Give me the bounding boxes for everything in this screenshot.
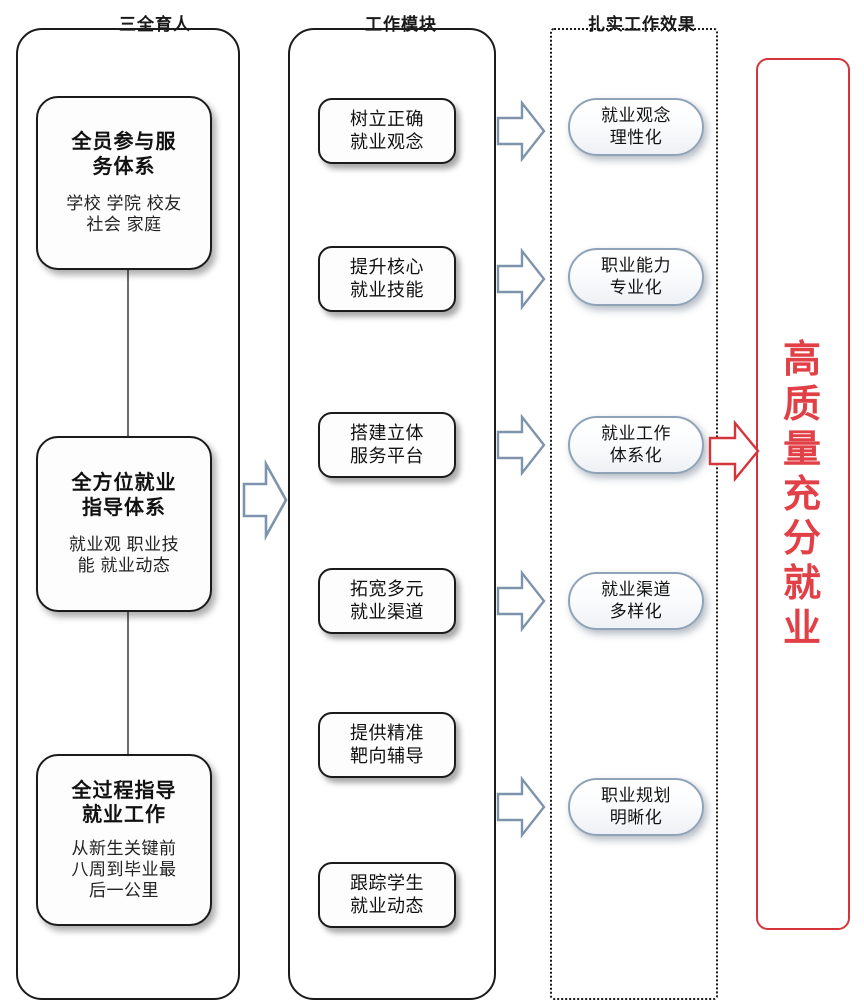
system-card-2-sub-line2: 能 就业动态	[77, 556, 171, 576]
module-box-2[interactable]: 提升核心 就业技能	[318, 246, 456, 312]
system-card-1[interactable]: 全员参与服 务体系 学校 学院 校友 社会 家庭	[36, 96, 212, 270]
effect-pill-5-line2: 明晰化	[609, 808, 663, 827]
module-box-4-line2: 就业渠道	[350, 602, 424, 622]
arrow-module-to-effect-3-icon	[496, 414, 546, 476]
arrow-module-to-effect-2-icon	[496, 248, 546, 310]
system-card-3-title-line2: 就业工作	[82, 804, 166, 827]
effect-pill-2-text: 职业能力 专业化	[601, 255, 671, 299]
arrow-module-to-effect-1-icon	[496, 100, 546, 162]
system-card-2-subtitle: 就业观 职业技 能 就业动态	[69, 534, 179, 577]
module-box-6-line2: 就业动态	[350, 896, 424, 916]
system-card-3-title: 全过程指导 就业工作	[72, 779, 177, 828]
effect-pill-2[interactable]: 职业能力 专业化	[568, 248, 704, 306]
module-box-3-text: 搭建立体 服务平台	[350, 422, 424, 469]
system-card-3-sub-line1: 从新生关键前	[71, 838, 177, 858]
module-box-2-line2: 就业技能	[350, 280, 424, 300]
module-box-5[interactable]: 提供精准 靶向辅导	[318, 712, 456, 778]
effect-pill-5[interactable]: 职业规划 明晰化	[568, 778, 704, 836]
module-box-4-line1: 拓宽多元	[350, 578, 424, 599]
system-card-3[interactable]: 全过程指导 就业工作 从新生关键前 八周到毕业最 后一公里	[36, 754, 212, 926]
system-card-3-subtitle: 从新生关键前 八周到毕业最 后一公里	[72, 838, 177, 902]
arrow-effects-to-goal-icon	[708, 420, 760, 482]
effect-pill-5-text: 职业规划 明晰化	[601, 785, 671, 829]
system-card-3-sub-line2: 八周到毕业最	[71, 859, 177, 879]
effect-pill-3-line1: 就业工作	[601, 423, 671, 443]
goal-char-6: 就	[782, 563, 823, 606]
module-box-5-text: 提供精准 靶向辅导	[350, 722, 424, 769]
effect-pill-3[interactable]: 就业工作 体系化	[568, 416, 704, 474]
goal-char-7: 业	[782, 608, 823, 651]
effect-pill-1[interactable]: 就业观念 理性化	[568, 98, 704, 156]
module-box-5-line1: 提供精准	[350, 722, 424, 743]
system-card-3-sub-line3: 后一公里	[89, 881, 159, 901]
goal-char-1: 高	[782, 339, 823, 382]
effect-pill-1-line1: 就业观念	[601, 105, 671, 125]
arrow-module-to-effect-5-icon	[496, 776, 546, 838]
system-card-1-title-line1: 全员参与服	[71, 131, 177, 154]
system-card-1-sub-line2: 社会 家庭	[86, 215, 162, 235]
effect-pill-3-line2: 体系化	[609, 446, 663, 465]
effect-pill-4-text: 就业渠道 多样化	[601, 579, 671, 623]
system-card-2[interactable]: 全方位就业 指导体系 就业观 职业技 能 就业动态	[36, 436, 212, 612]
goal-char-4: 充	[782, 473, 823, 516]
module-box-4[interactable]: 拓宽多元 就业渠道	[318, 568, 456, 634]
effect-pill-4-line2: 多样化	[609, 602, 663, 621]
frame-modules-column	[288, 28, 496, 1000]
frame-goal-box	[756, 58, 850, 930]
system-card-2-title-line2: 指导体系	[82, 496, 166, 519]
system-card-1-sub-line1: 学校 学院 校友	[66, 194, 182, 214]
module-box-1-text: 树立正确 就业观念	[350, 108, 424, 155]
system-card-1-title-line2: 务体系	[92, 155, 156, 178]
system-card-2-title: 全方位就业 指导体系	[72, 471, 177, 520]
system-card-1-subtitle: 学校 学院 校友 社会 家庭	[66, 193, 181, 236]
module-box-6[interactable]: 跟踪学生 就业动态	[318, 862, 456, 928]
connector-card1-card2	[127, 268, 129, 436]
module-box-4-text: 拓宽多元 就业渠道	[350, 578, 424, 625]
effect-pill-1-line2: 理性化	[609, 128, 663, 147]
arrow-system-to-modules-icon	[242, 458, 288, 542]
module-box-5-line2: 靶向辅导	[350, 746, 424, 766]
frame-effects-column	[550, 28, 718, 1000]
module-box-6-text: 跟踪学生 就业动态	[350, 872, 424, 919]
frame-system-column	[16, 28, 240, 1000]
module-box-2-line1: 提升核心	[350, 256, 424, 277]
module-box-6-line1: 跟踪学生	[350, 872, 424, 893]
effect-pill-2-line2: 专业化	[609, 278, 663, 297]
goal-char-3: 量	[782, 428, 823, 471]
goal-text: 高 质 量 充 分 就 业	[756, 320, 850, 670]
module-box-1-line2: 就业观念	[350, 132, 424, 152]
effect-pill-5-line1: 职业规划	[601, 785, 671, 805]
module-box-1[interactable]: 树立正确 就业观念	[318, 98, 456, 164]
system-card-2-sub-line1: 就业观 职业技	[68, 535, 180, 555]
effect-pill-4[interactable]: 就业渠道 多样化	[568, 572, 704, 630]
effect-pill-2-line1: 职业能力	[601, 255, 671, 275]
goal-char-5: 分	[782, 518, 823, 561]
module-box-1-line1: 树立正确	[350, 108, 424, 129]
system-card-1-title: 全员参与服 务体系	[72, 130, 177, 179]
module-box-3[interactable]: 搭建立体 服务平台	[318, 412, 456, 478]
effect-pill-3-text: 就业工作 体系化	[601, 423, 671, 467]
module-box-3-line2: 服务平台	[350, 446, 424, 466]
module-box-2-text: 提升核心 就业技能	[350, 256, 424, 303]
effect-pill-4-line1: 就业渠道	[601, 579, 671, 599]
module-box-3-line1: 搭建立体	[350, 422, 424, 443]
goal-char-2: 质	[782, 383, 823, 426]
effect-pill-1-text: 就业观念 理性化	[601, 105, 671, 149]
arrow-module-to-effect-4-icon	[496, 570, 546, 632]
connector-card2-card3	[127, 612, 129, 754]
system-card-3-title-line1: 全过程指导	[71, 779, 177, 802]
system-card-2-title-line1: 全方位就业	[71, 472, 177, 495]
